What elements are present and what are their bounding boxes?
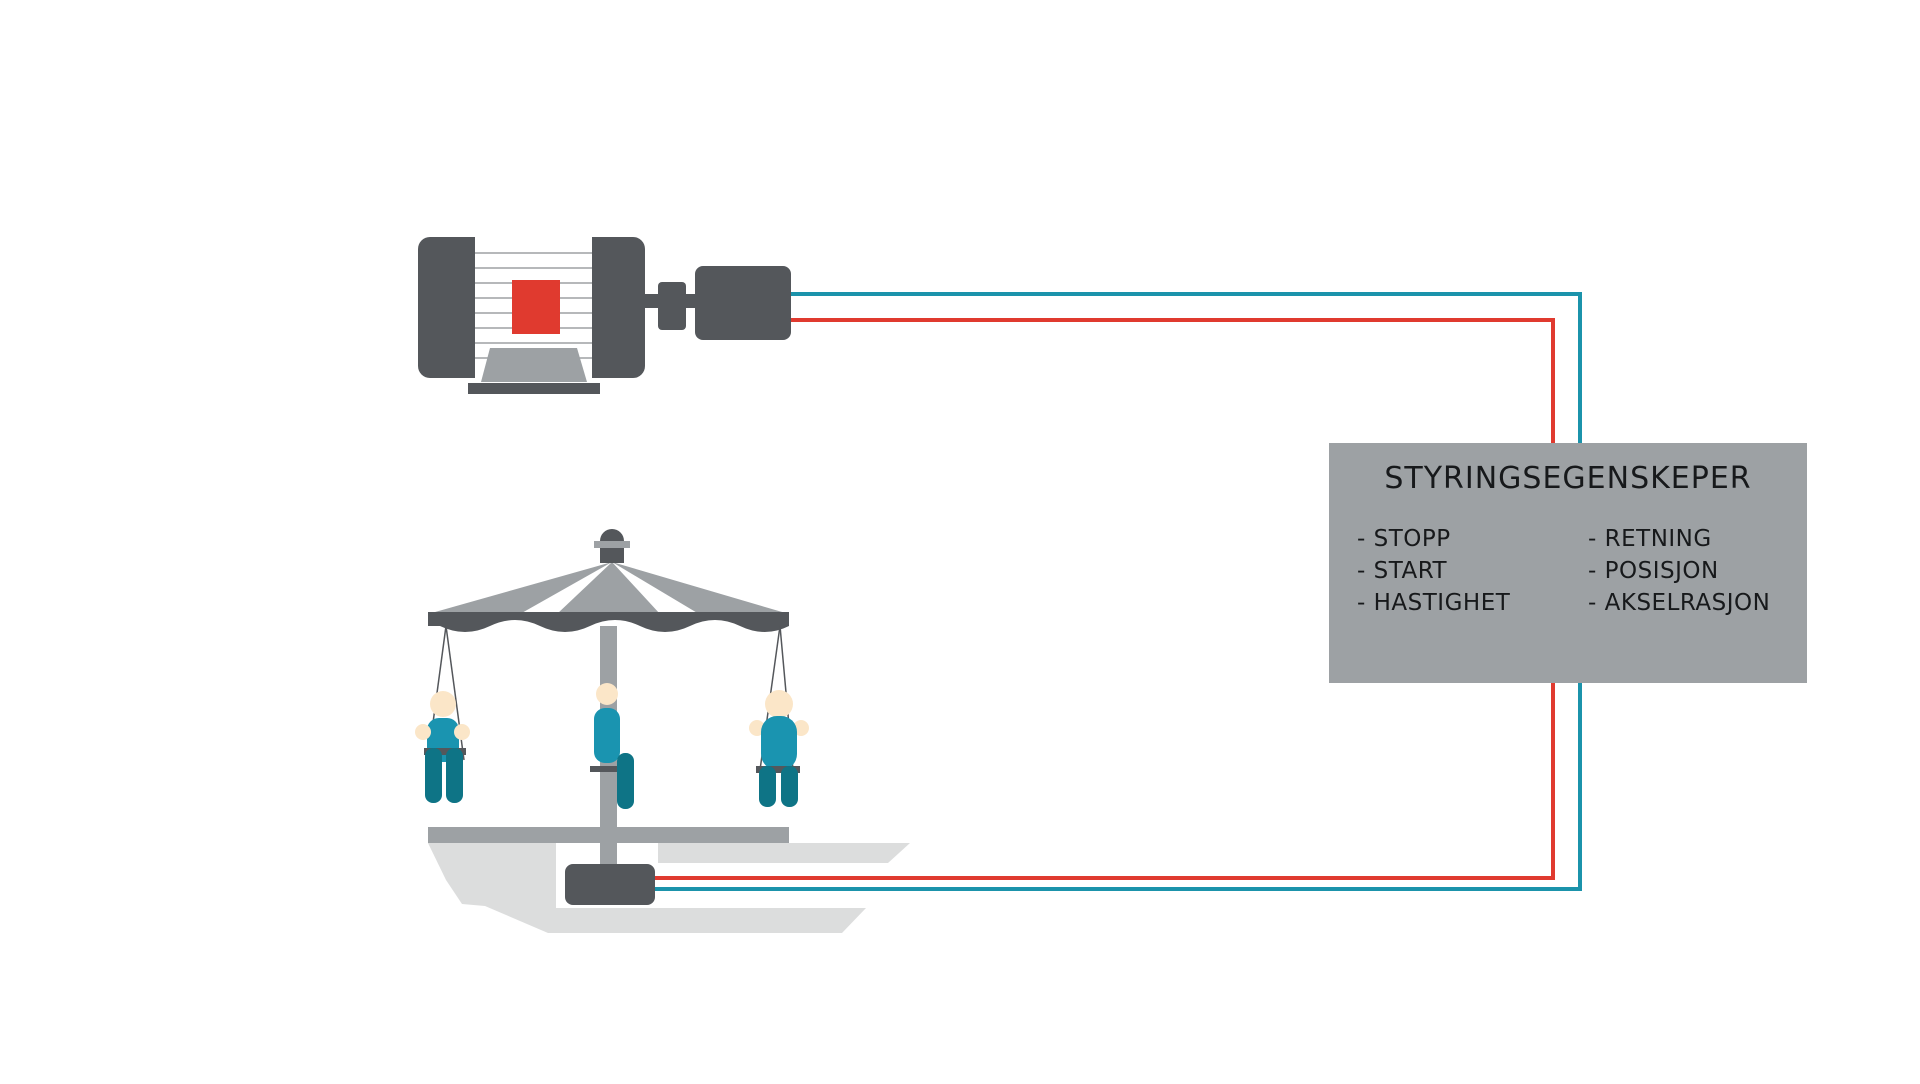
property-start: START [1357,555,1510,587]
swing-carousel-icon [415,529,910,933]
cable-red-top [790,318,1555,443]
property-speed: HASTIGHET [1357,587,1510,619]
carousel-roof-segment-center [557,562,660,614]
motor-gearbox [695,266,791,340]
cable-red-bottom [652,683,1555,880]
electric-motor-icon [418,237,791,394]
left-property-list: STOPP START HASTIGHET [1357,523,1510,619]
motor-base-plate [468,383,600,394]
rider-left [415,691,470,803]
cable-blue-bottom [652,683,1582,891]
rider-center [590,683,634,809]
property-direction: RETNING [1588,523,1770,555]
cable-blue-top [790,292,1582,443]
drive-unit-icon [565,864,655,905]
carousel-ramp [658,843,910,863]
carousel-ground [428,843,866,933]
property-position: POSISJON [1588,555,1770,587]
carousel-roof-segment-right [612,562,789,614]
carousel-finial-band [594,541,630,548]
motor-shaft-2 [684,294,698,308]
motor-shaft [643,294,661,308]
motor-coupling [658,282,686,330]
rider-right [749,690,809,807]
motor-foot [481,348,587,382]
property-stop: STOPP [1357,523,1510,555]
panel-title: STYRINGSEGENSKEPER [1384,461,1752,496]
carousel-roof-segment-left [428,562,612,614]
carousel-roof-rim [428,612,789,632]
right-property-list: RETNING POSISJON AKSELRASJON [1588,523,1770,619]
carousel-finial [600,529,624,563]
cable-group [652,292,1582,891]
property-acceleration: AKSELRASJON [1588,587,1770,619]
control-properties-panel: STYRINGSEGENSKEPER STOPP START HASTIGHET… [1329,443,1807,683]
motor-terminal-box [512,280,560,334]
